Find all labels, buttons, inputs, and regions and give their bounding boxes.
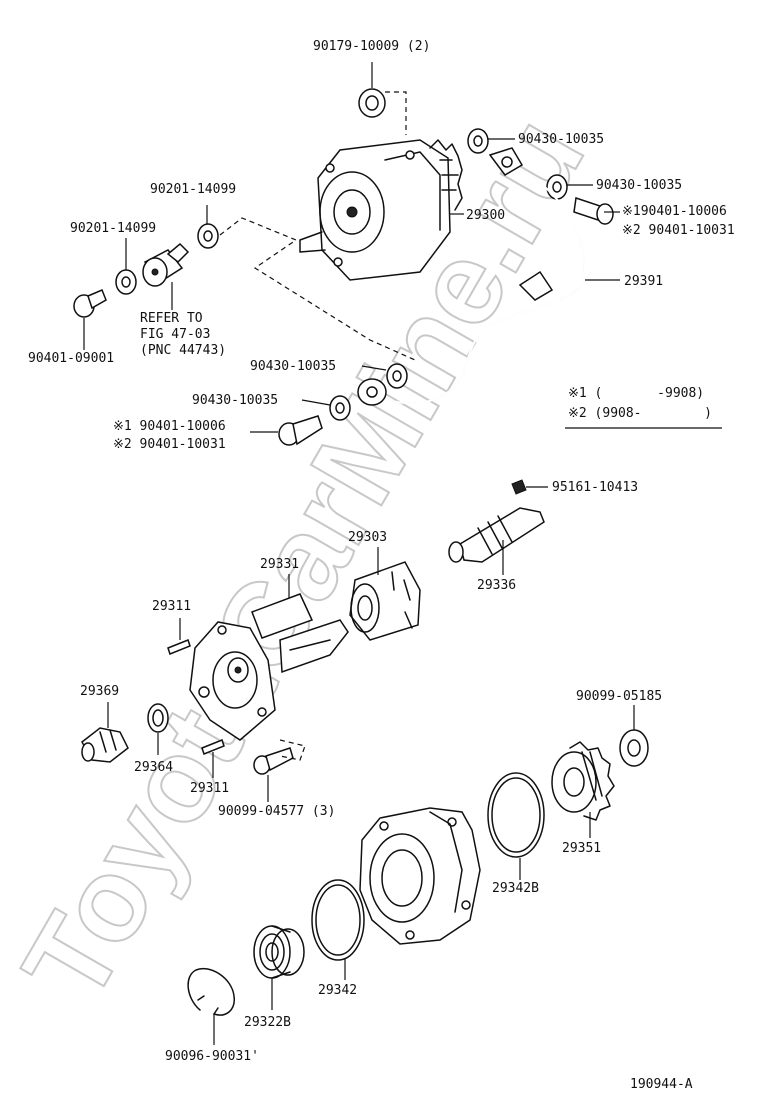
vane-29331-icon: [251, 593, 314, 639]
label-90430-10035-c: 90430-10035: [250, 359, 336, 374]
label-90401-10006-a: ※190401-10006: [622, 204, 727, 219]
bearing-29322b-icon: [253, 925, 305, 979]
extension-housing-icon: [359, 807, 481, 945]
label-29342: 29342: [318, 983, 357, 998]
vane-plate-icon: [279, 619, 349, 674]
label-90401-10031-a: ※2 90401-10031: [622, 223, 735, 238]
label-90430-10035-b: 90430-10035: [596, 178, 682, 193]
vacuum-pump-29300-icon: [299, 139, 463, 281]
label-29369: 29369: [80, 684, 119, 699]
bolt-90401-b-icon: [278, 415, 323, 446]
washer-90201-b-icon: [115, 269, 137, 295]
label-29311-b: 29311: [190, 781, 229, 796]
label-90201-14099-a: 90201-14099: [150, 182, 236, 197]
label-fig-47-03: FIG 47-03: [140, 327, 210, 342]
label-29342b: 29342B: [492, 881, 539, 896]
o-ring-29342-icon: [311, 879, 365, 961]
bolt-90401-a-icon: [573, 197, 614, 225]
legend-line-1: ※1 ( -9908): [568, 386, 704, 401]
label-90401-10031-b: ※2 90401-10031: [113, 437, 226, 452]
washer-90430-c-icon: [386, 363, 408, 389]
washer-90201-a-icon: [197, 223, 219, 249]
gear-29351-icon: [551, 741, 615, 821]
label-29391: 29391: [624, 274, 663, 289]
sensor-29369-icon: [81, 727, 129, 763]
o-ring-29342b-icon: [487, 772, 545, 858]
label-90099-04577: 90099-04577 (3): [218, 804, 335, 819]
label-29303: 29303: [348, 530, 387, 545]
label-90179-10009: 90179-10009 (2): [313, 39, 430, 54]
label-29322b: 29322B: [244, 1015, 291, 1030]
washer-90430-b-icon: [546, 174, 568, 200]
legend-line-2: ※2 (9908- ): [568, 406, 712, 421]
label-90201-14099-b: 90201-14099: [70, 221, 156, 236]
label-29300: 29300: [466, 208, 505, 223]
rotor-29303-icon: [349, 561, 421, 641]
o-ring-29364-icon: [147, 703, 169, 733]
washer-90430-d-icon: [329, 395, 351, 421]
label-90401-10006-b: ※1 90401-10006: [113, 419, 226, 434]
label-pnc-44743: (PNC 44743): [140, 343, 226, 358]
snap-ring-90096-icon: [187, 967, 235, 1016]
key-95161-icon: [511, 479, 527, 495]
label-29331: 29331: [260, 557, 299, 572]
nut-90179-icon: [358, 88, 386, 118]
label-90099-05185: 90099-05185: [576, 689, 662, 704]
label-refer-to: REFER TO: [140, 311, 203, 326]
bolt-90401-09001-icon: [73, 289, 107, 318]
label-90401-09001: 90401-09001: [28, 351, 114, 366]
pump-housing-plate-icon: [189, 621, 276, 741]
label-95161-10413: 95161-10413: [552, 480, 638, 495]
pin-29311-b-icon: [201, 739, 225, 755]
label-29311-a: 29311: [152, 599, 191, 614]
bolt-90099-04577-icon: [253, 747, 294, 775]
washer-90430-a-icon: [467, 128, 489, 154]
pin-29311-a-icon: [167, 639, 191, 655]
union-fitting-icon: [142, 242, 190, 287]
vacuum-pipe-29391-icon: [357, 147, 586, 406]
label-29351: 29351: [562, 841, 601, 856]
label-29364: 29364: [134, 760, 173, 775]
label-29336: 29336: [477, 578, 516, 593]
label-90430-10035-d: 90430-10035: [192, 393, 278, 408]
nut-90099-05185-icon: [619, 729, 649, 767]
label-90096-90031: 90096-90031': [165, 1049, 259, 1064]
label-90430-10035-a: 90430-10035: [518, 132, 604, 147]
figure-id: 190944-A: [630, 1077, 693, 1092]
shaft-29336-icon: [448, 507, 545, 563]
